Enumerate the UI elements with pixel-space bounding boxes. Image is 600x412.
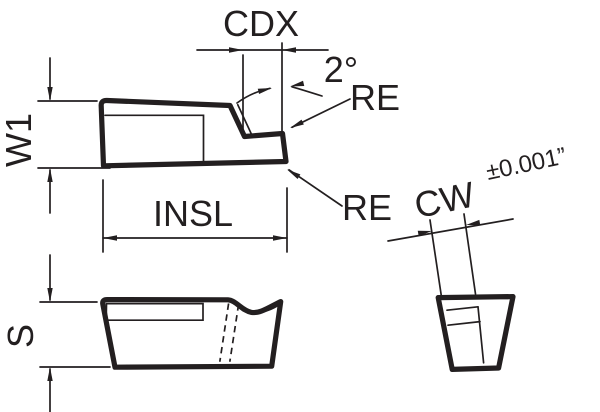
hidden-line-1 [218, 303, 230, 362]
arrowhead [47, 367, 53, 381]
chip-land-line [104, 114, 205, 165]
dim-cw: CW ±0.001” [387, 143, 569, 298]
dim-cdx: CDX [196, 3, 329, 135]
insl-label: INSL [153, 193, 233, 234]
re-bottom-label: RE [342, 187, 392, 228]
groove-line-2 [447, 320, 481, 327]
groove-line-3 [477, 305, 485, 364]
s-label: S [0, 324, 41, 348]
dim-line [387, 218, 514, 242]
arrowhead [47, 168, 53, 182]
dim-line [39, 254, 111, 412]
dim-angle-2deg: 2° [236, 49, 358, 104]
extension-lines [242, 42, 283, 135]
chip-land-rect [105, 302, 204, 322]
dim-line [37, 57, 111, 214]
dim-s: S [0, 254, 111, 412]
angle-label: 2° [324, 49, 358, 90]
front-face-edge-line [236, 103, 254, 137]
arrowhead [282, 47, 296, 53]
cw-tolerance-label: ±0.001” [484, 143, 569, 186]
arrowhead [288, 119, 304, 131]
hidden-line-2 [228, 304, 240, 362]
front-view [435, 294, 516, 372]
arrowhead [103, 235, 117, 241]
extension-lines [102, 179, 288, 253]
insert-outline [100, 297, 284, 370]
groove-line-1 [446, 305, 479, 312]
dim-w1: W1 [0, 57, 111, 214]
arrowhead [229, 47, 243, 53]
tip-detail-line [254, 303, 281, 314]
side-profile-view [98, 97, 289, 169]
arc-right [291, 85, 323, 97]
cdx-label: CDX [223, 3, 299, 44]
cw-label: CW [411, 173, 478, 226]
leader-re-top: RE [288, 77, 400, 131]
leader-re-bottom: RE [285, 167, 392, 228]
w1-label: W1 [0, 113, 39, 167]
re-top-label: RE [350, 77, 400, 118]
arrowhead [257, 85, 273, 95]
arrowhead [273, 235, 287, 241]
arrowhead [47, 87, 53, 101]
insert-outline [98, 97, 289, 169]
bottom-side-view [100, 297, 284, 370]
insert-outline [435, 294, 516, 372]
arrowhead [285, 167, 301, 180]
arrowhead [47, 288, 53, 302]
dim-insl: INSL [102, 179, 288, 253]
